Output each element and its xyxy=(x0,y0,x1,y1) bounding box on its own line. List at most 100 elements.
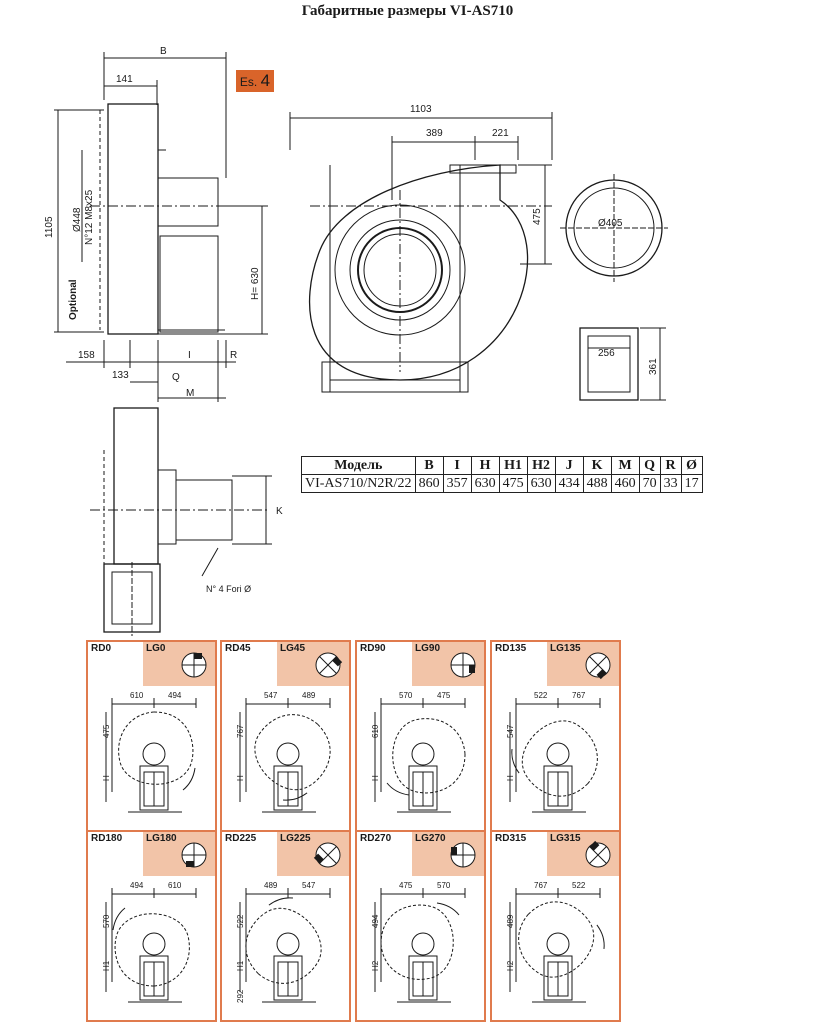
orientation-dimension: H2 xyxy=(506,960,515,971)
dim-h-label: H= 630 xyxy=(250,267,261,300)
flange-diameter-label: Ø405 xyxy=(598,218,623,229)
spec-table: Модель B I H H1 H2 J K M Q R Ø VI-AS710/… xyxy=(301,456,703,493)
lg-box: LG315 xyxy=(547,832,619,876)
orientation-dimension: 522 xyxy=(534,691,548,700)
spec-header: J xyxy=(554,456,584,475)
orientation-dimension: 475 xyxy=(437,691,451,700)
fan-sketch xyxy=(509,698,601,813)
spec-header: Ø xyxy=(680,456,703,475)
rotation-icon xyxy=(181,652,207,678)
orientation-dimension: H2 xyxy=(371,960,380,971)
rd-label: RD0 xyxy=(88,642,115,656)
rotation-icon xyxy=(181,842,207,868)
front-view xyxy=(289,112,553,393)
dim-448-label: Ø448 xyxy=(72,207,83,232)
lg-label: LG0 xyxy=(143,642,169,656)
dim-b-label: B xyxy=(160,46,167,57)
orientation-dimension: 610 xyxy=(371,724,380,738)
orientation-dimension: H xyxy=(102,775,111,781)
orientation-dimension: 570 xyxy=(102,914,111,928)
spec-cell: 33 xyxy=(659,474,682,493)
spec-header: I xyxy=(442,456,472,475)
dim-158-label: 158 xyxy=(78,350,95,361)
lg-box: LG90 xyxy=(412,642,484,686)
orientation-dimension: H xyxy=(506,775,515,781)
spec-header: R xyxy=(659,456,682,475)
spec-header: Модель xyxy=(301,456,416,475)
orientation-dimension: H1 xyxy=(236,960,245,971)
spec-cell: 860 xyxy=(414,474,444,493)
orientation-dimension: H xyxy=(371,775,380,781)
rd-label: RD45 xyxy=(222,642,254,656)
orientation-dimension: 610 xyxy=(168,881,182,890)
spec-header: H2 xyxy=(526,456,556,475)
fan-sketch xyxy=(239,698,331,813)
rect-flange xyxy=(579,327,666,401)
dim-holes-label: N°12 M8x25 xyxy=(84,189,95,245)
orientation-dimension: 475 xyxy=(102,724,111,738)
lg-box: LG180 xyxy=(143,832,215,876)
spec-header: H xyxy=(470,456,500,475)
orientation-dimension: 489 xyxy=(264,881,278,890)
rotation-icon xyxy=(450,652,476,678)
spec-cell: 460 xyxy=(610,474,640,493)
lg-label: LG270 xyxy=(412,832,449,846)
rotation-icon xyxy=(313,842,341,868)
lg-label: LG315 xyxy=(547,832,584,846)
lg-box: LG45 xyxy=(277,642,349,686)
spec-cell: 475 xyxy=(498,474,528,493)
fan-sketch xyxy=(105,888,197,1003)
orientation-dimension: 547 xyxy=(302,881,316,890)
orientation-dimension: 767 xyxy=(572,691,586,700)
flange-height-label: 361 xyxy=(648,358,659,375)
spec-cell: 17 xyxy=(680,474,703,493)
flange-width-label: 256 xyxy=(598,348,615,359)
orientation-dimension: 570 xyxy=(399,691,413,700)
fori-label: N° 4 Fori Ø xyxy=(206,584,251,594)
dim-1105-label: 1105 xyxy=(44,216,55,238)
orientation-dimension: 767 xyxy=(236,724,245,738)
rd-label: RD90 xyxy=(357,642,389,656)
rd-label: RD315 xyxy=(492,832,530,846)
lg-box: LG135 xyxy=(547,642,619,686)
dim-q-label: Q xyxy=(172,372,180,383)
orientation-dimension: 547 xyxy=(264,691,278,700)
lg-box: LG270 xyxy=(412,832,484,876)
dim-475-label: 475 xyxy=(532,208,543,225)
orientation-dimension: 292 xyxy=(236,989,245,1003)
dim-m-label: M xyxy=(186,388,194,399)
fan-sketch xyxy=(105,698,197,813)
spec-header: K xyxy=(582,456,612,475)
spec-header: M xyxy=(610,456,640,475)
orientation-dimension: 522 xyxy=(572,881,586,890)
es-badge: Es. 4 xyxy=(236,70,274,92)
orientation-dimension: 489 xyxy=(302,691,316,700)
fan-sketch xyxy=(374,888,466,1003)
orientation-dimension: 570 xyxy=(437,881,451,890)
spec-value-row: VI-AS710/N2R/22 860 357 630 475 630 434 … xyxy=(301,474,703,493)
orientation-dimension: 494 xyxy=(130,881,144,890)
dim-133-label: 133 xyxy=(112,370,129,381)
lg-label: LG45 xyxy=(277,642,309,656)
spec-header: B xyxy=(414,456,444,475)
fan-sketch xyxy=(509,888,605,1003)
orientation-dimension: H xyxy=(236,775,245,781)
lg-label: LG225 xyxy=(277,832,314,846)
dim-221-label: 221 xyxy=(492,128,509,139)
orientation-dimension: H1 xyxy=(102,960,111,971)
side-view xyxy=(54,52,270,402)
spec-cell: 488 xyxy=(582,474,612,493)
orientation-dimension: 767 xyxy=(534,881,548,890)
spec-header: Q xyxy=(638,456,661,475)
dim-1103-label: 1103 xyxy=(410,104,432,115)
dim-i-label: I xyxy=(188,350,191,361)
orientation-dimension: 494 xyxy=(168,691,182,700)
rd-label: RD135 xyxy=(492,642,530,656)
